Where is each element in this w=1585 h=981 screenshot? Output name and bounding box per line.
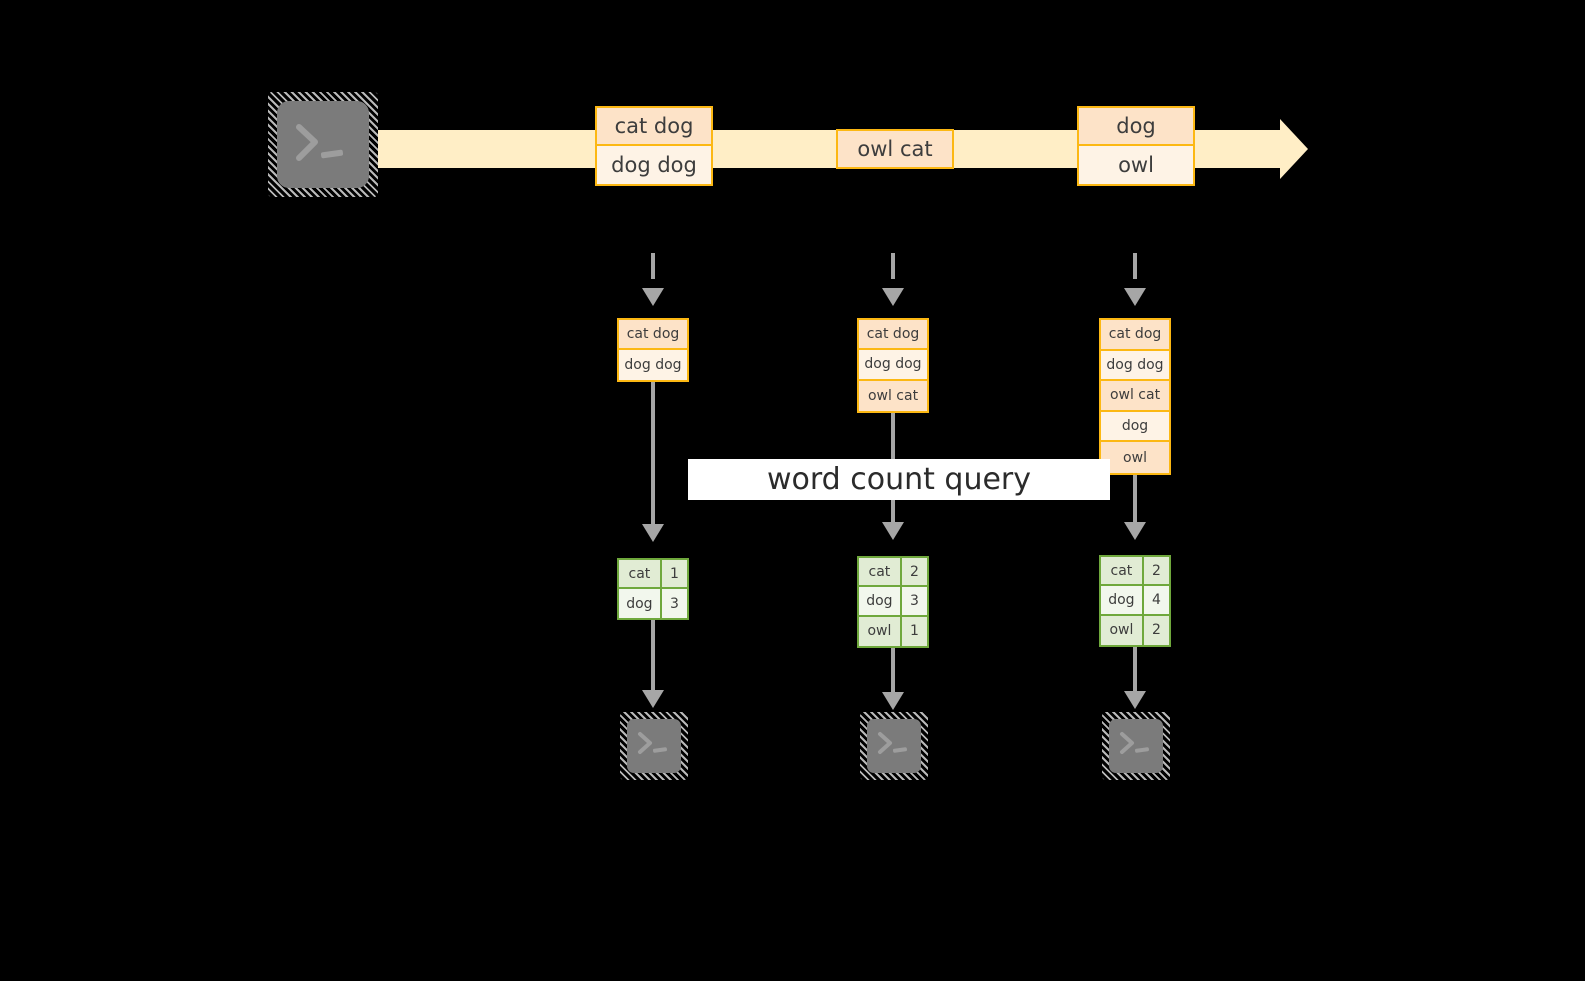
result-word: cat — [619, 560, 662, 587]
stream-event-line: dog dog — [597, 146, 711, 184]
stream-event-line: owl — [1079, 146, 1193, 184]
sink-arrow-line-3 — [1133, 647, 1137, 693]
query-arrowhead-1 — [642, 524, 664, 542]
source-console-icon[interactable] — [268, 92, 378, 197]
result-row: cat 1 — [619, 560, 687, 589]
feed-arrow-dash-3 — [1133, 253, 1137, 279]
result-count: 4 — [1143, 586, 1169, 614]
result-table-1[interactable]: cat 1 dog 3 — [617, 558, 689, 620]
state-line: cat dog — [619, 320, 687, 350]
state-line: dog dog — [1101, 350, 1169, 382]
feed-arrow-dash-1 — [651, 253, 655, 279]
result-count: 2 — [1143, 615, 1169, 645]
feed-arrowhead-3 — [1124, 288, 1146, 306]
result-row: dog 3 — [619, 589, 687, 618]
result-word: owl — [1101, 615, 1144, 645]
state-line: cat dog — [859, 320, 927, 351]
result-count: 1 — [661, 560, 687, 587]
sink-console-icon-3[interactable] — [1102, 712, 1170, 780]
result-word: dog — [1101, 586, 1144, 614]
console-prompt-glyph — [296, 124, 344, 161]
result-count: 2 — [901, 558, 927, 586]
result-row: owl 1 — [859, 616, 927, 646]
console-prompt-glyph — [638, 732, 668, 754]
sink-arrowhead-3 — [1124, 691, 1146, 709]
sink-console-icon-2[interactable] — [860, 712, 928, 780]
stream-event-line: cat dog — [597, 108, 711, 146]
state-line: dog — [1101, 411, 1169, 443]
sink-arrow-line-2 — [891, 648, 895, 694]
stream-event-1[interactable]: cat dog dog dog — [595, 106, 713, 186]
stream-arrowhead — [1280, 119, 1308, 179]
stream-event-line: owl cat — [838, 131, 952, 167]
sink-arrowhead-2 — [882, 692, 904, 710]
result-count: 3 — [661, 589, 687, 618]
console-prompt-glyph — [1120, 732, 1150, 754]
result-word: cat — [859, 558, 902, 586]
state-line: dog dog — [859, 350, 927, 381]
stream-event-line: dog — [1079, 108, 1193, 146]
result-row: owl 2 — [1101, 615, 1169, 645]
result-word: dog — [619, 589, 662, 618]
query-arrow-line-1 — [651, 382, 655, 526]
query-arrow-line-3 — [1133, 475, 1137, 524]
console-body — [277, 101, 369, 188]
result-count: 2 — [1143, 557, 1169, 585]
state-snapshot-1[interactable]: cat dog dog dog — [617, 318, 689, 382]
state-line: owl — [1101, 442, 1169, 473]
console-body — [1109, 719, 1163, 773]
query-arrowhead-3 — [1124, 522, 1146, 540]
sink-arrow-line-1 — [651, 620, 655, 692]
result-row: cat 2 — [1101, 557, 1169, 587]
result-count: 3 — [901, 587, 927, 615]
feed-arrow-dash-2 — [891, 253, 895, 279]
feed-arrowhead-2 — [882, 288, 904, 306]
result-word: cat — [1101, 557, 1144, 585]
state-line: dog dog — [619, 350, 687, 380]
caption-label: word count query — [766, 462, 1032, 497]
sink-arrowhead-1 — [642, 690, 664, 708]
state-line: owl cat — [1101, 381, 1169, 412]
result-count: 1 — [901, 616, 927, 646]
query-arrowhead-2 — [882, 522, 904, 540]
state-line: owl cat — [859, 380, 927, 411]
console-body — [867, 719, 921, 773]
result-word: owl — [859, 616, 902, 646]
result-table-3[interactable]: cat 2 dog 4 owl 2 — [1099, 555, 1171, 647]
state-snapshot-2[interactable]: cat dog dog dog owl cat — [857, 318, 929, 413]
feed-arrowhead-1 — [642, 288, 664, 306]
result-word: dog — [859, 587, 902, 615]
stream-event-3[interactable]: dog owl — [1077, 106, 1195, 186]
stream-event-2[interactable]: owl cat — [836, 129, 954, 169]
caption-band — [688, 459, 1110, 500]
console-prompt-glyph — [878, 732, 908, 754]
console-body — [627, 719, 681, 773]
state-line: cat dog — [1101, 320, 1169, 351]
state-snapshot-3[interactable]: cat dog dog dog owl cat dog owl — [1099, 318, 1171, 475]
result-row: dog 3 — [859, 587, 927, 617]
sink-console-icon-1[interactable] — [620, 712, 688, 780]
result-row: cat 2 — [859, 558, 927, 588]
result-row: dog 4 — [1101, 586, 1169, 616]
result-table-2[interactable]: cat 2 dog 3 owl 1 — [857, 556, 929, 648]
